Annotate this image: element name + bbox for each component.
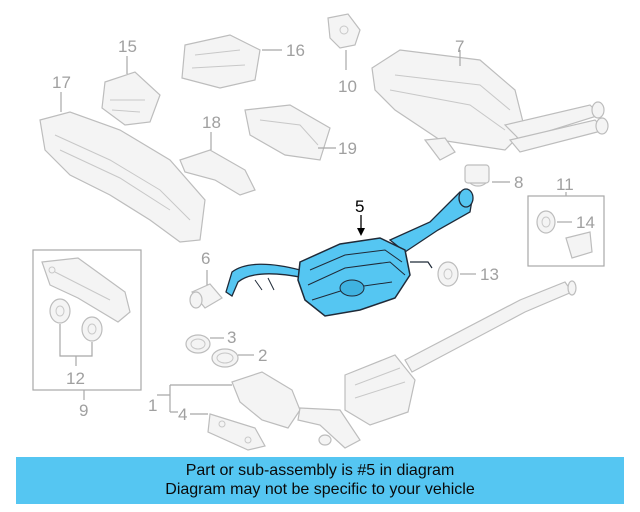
callout-3: 3 [227,328,236,347]
part-7-rear-muffler [371,49,609,161]
callout-10: 10 [338,77,357,96]
part-18-bracket [179,149,256,196]
info-banner: Part or sub-assembly is #5 in diagram Di… [16,457,624,504]
part-12-isolator [49,298,103,342]
callout-9: 9 [79,401,88,420]
part-13-rubber-mount [437,261,459,287]
callout-5: 5 [355,197,364,216]
part-17-heat-shield [39,111,206,243]
callout-1: 1 [148,396,157,415]
part-9-bracket [41,257,131,323]
part-3-gasket [185,334,211,354]
callout-17: 17 [52,73,71,92]
part-4-flange-gasket [207,413,266,451]
banner-line-2: Diagram may not be specific to your vehi… [165,481,475,498]
banner-line-1: Part or sub-assembly is #5 in diagram [185,462,455,479]
part-1-front-pipe [231,280,577,449]
leader-12 [59,324,93,366]
callout-8: 8 [514,173,523,192]
callout-11: 11 [556,175,574,194]
callout-7: 7 [455,37,464,56]
part-8-clamp [464,164,490,187]
part-16-upper-shield [181,34,261,89]
callout-13: 13 [480,265,499,284]
part-5-center-muffler [225,188,474,317]
callout-12: 12 [66,369,85,388]
part-14-mount [536,210,593,259]
callout-4: 4 [178,405,187,424]
callout-15: 15 [118,37,137,56]
part-2-clamp-ring [211,348,239,368]
group-9-box [32,249,142,391]
leader-5-arrowhead [357,228,365,236]
callout-19: 19 [338,139,357,158]
callout-16: 16 [286,41,305,60]
callout-14: 14 [576,213,595,232]
part-19-mid-shield [244,104,331,161]
callout-18: 18 [202,113,221,132]
part-15-shield-bracket [101,71,161,126]
part-6-connector [189,283,223,309]
callout-6: 6 [201,249,210,268]
part-10-hanger [327,13,361,49]
callout-2: 2 [258,346,267,365]
leader-1 [157,384,232,413]
